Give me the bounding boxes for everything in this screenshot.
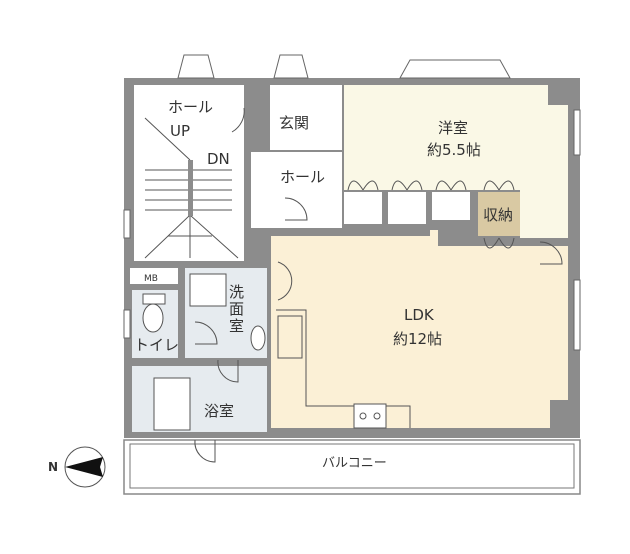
hall-upper-label: ホール <box>168 98 214 116</box>
balcony-label: バルコニー <box>322 456 387 471</box>
toilet-label: トイレ <box>134 336 180 354</box>
windows <box>123 54 581 351</box>
compass-north-label: N <box>48 460 59 474</box>
ldk-size: 約12帖 <box>393 330 443 348</box>
bathroom-label: 浴室 <box>204 402 235 420</box>
stove-icon <box>353 403 387 429</box>
stairs-up-label: UP <box>170 122 191 140</box>
meter-box-label: MB <box>144 274 158 284</box>
entrance-label: 玄関 <box>279 114 310 132</box>
closet-doors <box>347 180 515 249</box>
compass-icon <box>64 446 106 488</box>
western-room-size: 約5.5帖 <box>427 141 481 159</box>
storage-label: 収納 <box>483 206 514 224</box>
ldk-label: LDK <box>404 306 434 324</box>
washroom-label: 洗面室 <box>227 284 245 335</box>
staircase <box>144 117 239 259</box>
hall-lower-label: ホール <box>280 168 326 186</box>
western-room-label: 洋室 <box>438 119 469 137</box>
toilet-bowl-icon <box>142 303 164 333</box>
stairs-down-label: DN <box>207 150 230 168</box>
fixtures <box>142 273 411 431</box>
washbasin-icon <box>250 325 266 351</box>
room-floors <box>123 85 581 495</box>
doors <box>194 107 563 463</box>
